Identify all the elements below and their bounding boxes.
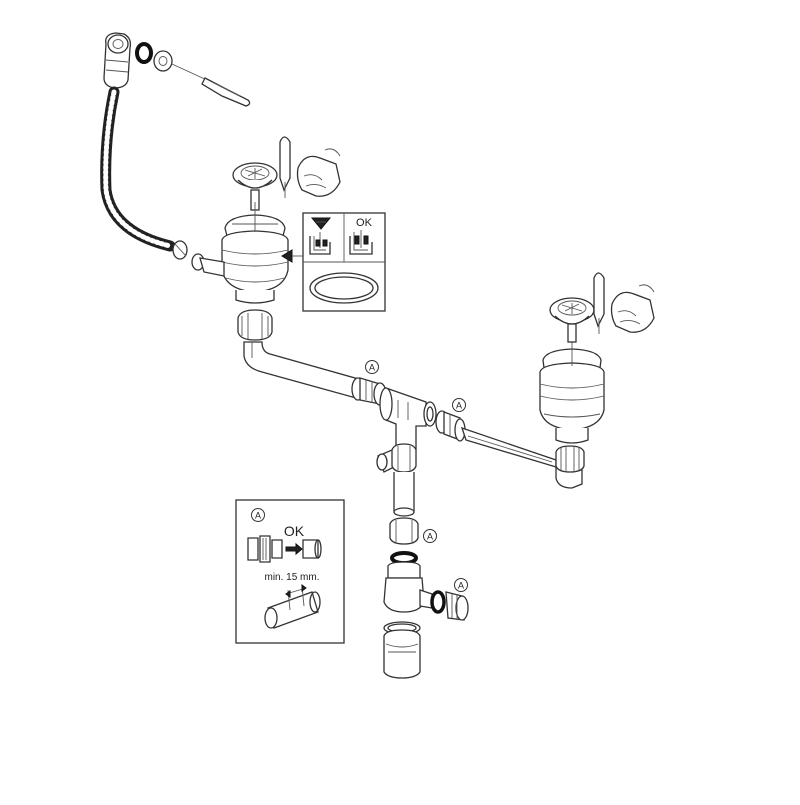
trap-outlet-nut xyxy=(445,591,469,621)
right-nut xyxy=(555,445,585,473)
o-ring-seal xyxy=(135,42,153,64)
left-strainer-plug xyxy=(232,162,278,211)
left-union-nut xyxy=(351,377,387,406)
nut-and-pipe-icon xyxy=(247,535,322,563)
marker-a-1: A xyxy=(365,360,379,374)
left-nut xyxy=(237,309,273,341)
svg-text:A: A xyxy=(369,363,375,373)
inset-ok-label: OK xyxy=(284,523,305,539)
svg-text:A: A xyxy=(255,511,261,521)
screwdriver-icon xyxy=(171,63,251,107)
marker-a-3: A xyxy=(423,529,437,543)
right-hand-tool-icon xyxy=(593,272,655,334)
right-union-nut xyxy=(435,410,466,442)
overflow-head xyxy=(103,32,132,89)
trap-nut xyxy=(389,517,419,545)
down-pipe xyxy=(393,472,415,517)
overflow-hose xyxy=(100,86,176,252)
overflow-cap xyxy=(153,50,173,72)
correct-seal-icon xyxy=(349,230,373,255)
down-pipe-nut xyxy=(391,443,417,473)
hose-connector xyxy=(172,240,205,271)
trap-outlet-seal xyxy=(430,590,446,614)
svg-text:A: A xyxy=(427,532,433,542)
right-strainer-plug xyxy=(549,297,595,343)
min-depth-label: min. 15 mm. xyxy=(264,572,319,583)
marker-a-4: A xyxy=(454,578,468,592)
wrong-seal-icon xyxy=(309,217,332,255)
marker-a-2: A xyxy=(452,398,466,412)
left-overflow-inlet xyxy=(199,257,225,277)
seal-ok-label: OK xyxy=(356,217,373,229)
bottle-trap-body xyxy=(383,561,433,613)
svg-text:A: A xyxy=(458,581,464,591)
pipe-depth-icon xyxy=(264,584,321,629)
trap-cup xyxy=(383,629,421,679)
left-hand-tool-icon xyxy=(279,136,341,198)
seal-detail-inset: OK xyxy=(302,212,386,312)
svg-text:A: A xyxy=(456,401,462,411)
insertion-depth-inset: A OK min. 15 mm. xyxy=(235,499,345,644)
t-piece xyxy=(379,387,437,451)
left-sink-outlet xyxy=(221,202,289,304)
left-branch-pipe xyxy=(243,341,363,399)
right-sink-outlet xyxy=(539,330,605,444)
seal-ring-icon xyxy=(309,272,379,304)
inset-marker-a: A xyxy=(251,508,265,522)
